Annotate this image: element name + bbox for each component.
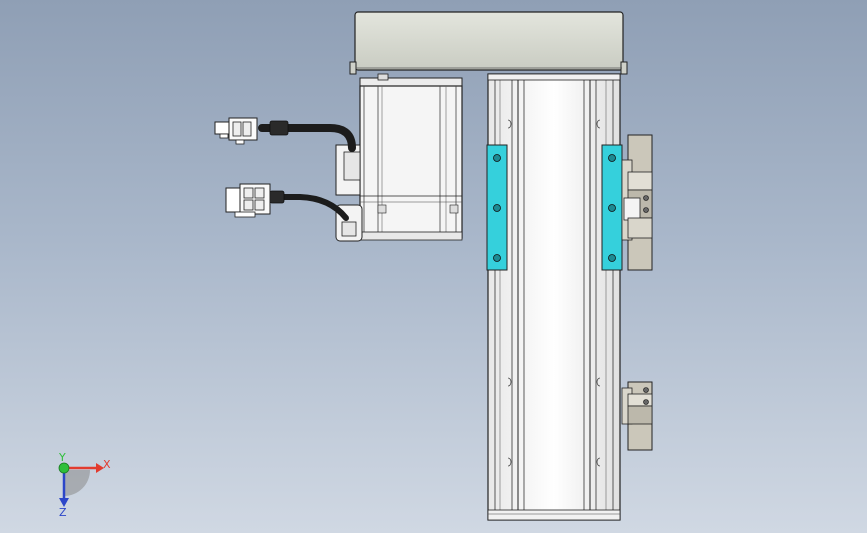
- motor-connector-housing[interactable]: [335, 144, 363, 242]
- power-connector-plug[interactable]: [214, 117, 258, 145]
- encoder-connector-plug[interactable]: [225, 183, 271, 218]
- coordinate-triad: X Y Z: [58, 451, 111, 519]
- slider-block-left[interactable]: [486, 144, 508, 271]
- linear-rail[interactable]: [487, 73, 621, 521]
- y-axis-dot: [58, 462, 70, 474]
- z-axis-label: Z: [59, 506, 67, 519]
- sensor-bracket-lower[interactable]: [621, 381, 653, 451]
- sensor-bracket-upper[interactable]: [621, 134, 653, 271]
- slider-block-right[interactable]: [601, 144, 623, 271]
- servo-motor[interactable]: [359, 73, 463, 241]
- top-housing[interactable]: [349, 11, 628, 75]
- y-axis-label: Y: [58, 451, 66, 464]
- x-axis-label: X: [103, 458, 111, 471]
- rail-mounting-holes: [507, 119, 601, 467]
- power-cable[interactable]: [258, 120, 356, 152]
- encoder-cable[interactable]: [267, 190, 349, 221]
